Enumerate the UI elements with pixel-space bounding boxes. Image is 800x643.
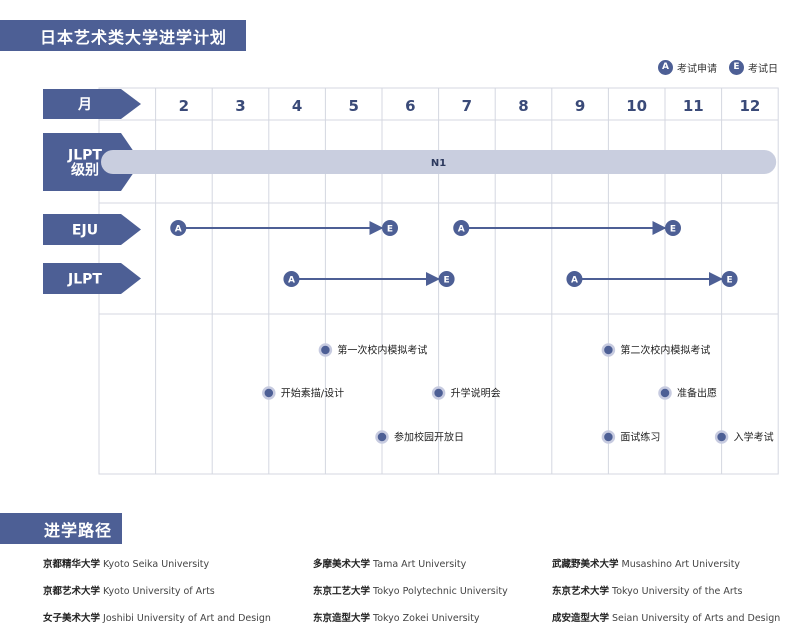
jlpt-window-1-apply-badge: A bbox=[288, 276, 295, 286]
university-name-zh: 东京工艺大学 bbox=[313, 586, 371, 597]
university-name-zh: 东京造型大学 bbox=[313, 613, 371, 624]
eju-window-2-apply-badge: A bbox=[458, 225, 465, 235]
university-name-en: Tokyo Polytechnic University bbox=[373, 586, 508, 597]
university-name-en: Joshibi University of Art and Design bbox=[103, 613, 271, 624]
section-title: 进学路径 bbox=[0, 513, 122, 544]
exam-badge-icon: E bbox=[729, 59, 744, 75]
jlpt-window-1-exam-badge: E bbox=[444, 276, 450, 286]
month-header-2: 2 bbox=[179, 97, 189, 115]
level-bar bbox=[101, 150, 777, 174]
row-jlpt-level-tag bbox=[43, 133, 141, 191]
row-month-label-1: 月 bbox=[77, 97, 92, 113]
row-jlpt-label-1: JLPT bbox=[67, 272, 102, 288]
row-eju-tag bbox=[43, 214, 141, 245]
row-month-tag bbox=[43, 89, 141, 119]
month-header-3: 3 bbox=[235, 97, 245, 115]
university-name-zh: 东京艺术大学 bbox=[552, 586, 610, 597]
eju-window-1-apply-badge: A bbox=[175, 225, 182, 235]
eju-window-1-exam-badge: E bbox=[387, 225, 393, 235]
row-jlpt-level-label-1: JLPT bbox=[67, 148, 102, 164]
month-header-9: 9 bbox=[575, 97, 585, 115]
university-name-zh: 京都艺术大学 bbox=[43, 586, 101, 597]
university-name-en: Seian University of Arts and Design bbox=[612, 613, 781, 624]
month-header-8: 8 bbox=[518, 97, 528, 115]
level-bar-label: N1 bbox=[431, 158, 446, 169]
jlpt-window-1-apply-marker bbox=[283, 271, 300, 287]
eju-window-2-exam-badge: E bbox=[670, 225, 676, 235]
university-name-en: Tama Art University bbox=[373, 559, 467, 570]
university-name-en: Tokyo Zokei University bbox=[373, 613, 480, 624]
month-header-4: 4 bbox=[292, 97, 302, 115]
month-header-10: 10 bbox=[626, 97, 647, 115]
university-name-zh: 武藏野美术大学 bbox=[552, 559, 619, 570]
university-name-zh: 多摩美术大学 bbox=[313, 559, 371, 570]
jlpt-window-2-exam-badge: E bbox=[727, 276, 733, 286]
legend-item-apply: A 考试申请 bbox=[658, 59, 717, 75]
apply-badge-icon: A bbox=[658, 59, 673, 75]
row-eju-label-1: EJU bbox=[72, 223, 98, 239]
university-name-en: Tokyo University of the Arts bbox=[612, 586, 743, 597]
eju-window-2-exam-marker bbox=[665, 220, 681, 236]
row-jlpt-level-label-2: 级别 bbox=[71, 162, 99, 179]
milestone-4-label: 升学说明会 bbox=[451, 387, 501, 400]
eju-window-2-apply-marker bbox=[453, 220, 470, 236]
milestone-8-label: 入学考试 bbox=[734, 431, 774, 444]
month-header-7: 7 bbox=[462, 97, 472, 115]
university-name-en: Musashino Art University bbox=[621, 559, 741, 570]
milestone-5-dot bbox=[601, 343, 616, 357]
eju-window-1-apply-marker bbox=[170, 220, 187, 236]
month-header-11: 11 bbox=[683, 97, 704, 115]
university-name-en: Kyoto University of Arts bbox=[103, 586, 215, 597]
university-name-zh: 女子美术大学 bbox=[43, 613, 101, 624]
milestone-6-label: 准备出愿 bbox=[677, 387, 717, 400]
legend-label-apply: 考试申请 bbox=[677, 63, 717, 75]
university-name-zh: 成安造型大学 bbox=[552, 613, 610, 624]
eju-window-1-exam-marker bbox=[382, 220, 398, 236]
milestone-7-label: 面试练习 bbox=[620, 431, 660, 444]
university-name-en: Kyoto Seika University bbox=[103, 559, 210, 570]
milestone-2-dot bbox=[262, 386, 276, 400]
month-header-12: 12 bbox=[739, 97, 760, 115]
month-header-5: 5 bbox=[348, 97, 358, 115]
legend-label-exam: 考试日 bbox=[748, 63, 778, 75]
jlpt-window-2-apply-marker bbox=[566, 271, 583, 287]
legend: A 考试申请 E 考试日 bbox=[658, 57, 778, 77]
milestone-2-label: 开始素描/设计 bbox=[281, 387, 344, 400]
jlpt-window-1-exam-marker bbox=[438, 271, 455, 287]
milestone-3-dot bbox=[375, 430, 389, 444]
milestone-7-dot bbox=[601, 430, 616, 444]
university-name-zh: 京都精华大学 bbox=[43, 559, 101, 570]
milestone-3-label: 参加校园开放日 bbox=[394, 431, 464, 444]
row-jlpt-tag bbox=[43, 263, 141, 294]
milestone-1-label: 第一次校内模拟考试 bbox=[337, 344, 427, 357]
jlpt-window-2-apply-badge: A bbox=[571, 276, 578, 286]
milestone-4-dot bbox=[431, 386, 446, 400]
legend-item-exam: E 考试日 bbox=[729, 59, 778, 75]
milestone-6-dot bbox=[658, 386, 672, 400]
page-title: 日本艺术类大学进学计划 bbox=[0, 20, 246, 51]
milestone-8-dot bbox=[714, 430, 729, 444]
month-header-6: 6 bbox=[405, 97, 415, 115]
jlpt-window-2-exam-marker bbox=[721, 271, 738, 287]
milestone-1-dot bbox=[318, 343, 333, 357]
milestone-5-label: 第二次校内模拟考试 bbox=[620, 344, 710, 357]
